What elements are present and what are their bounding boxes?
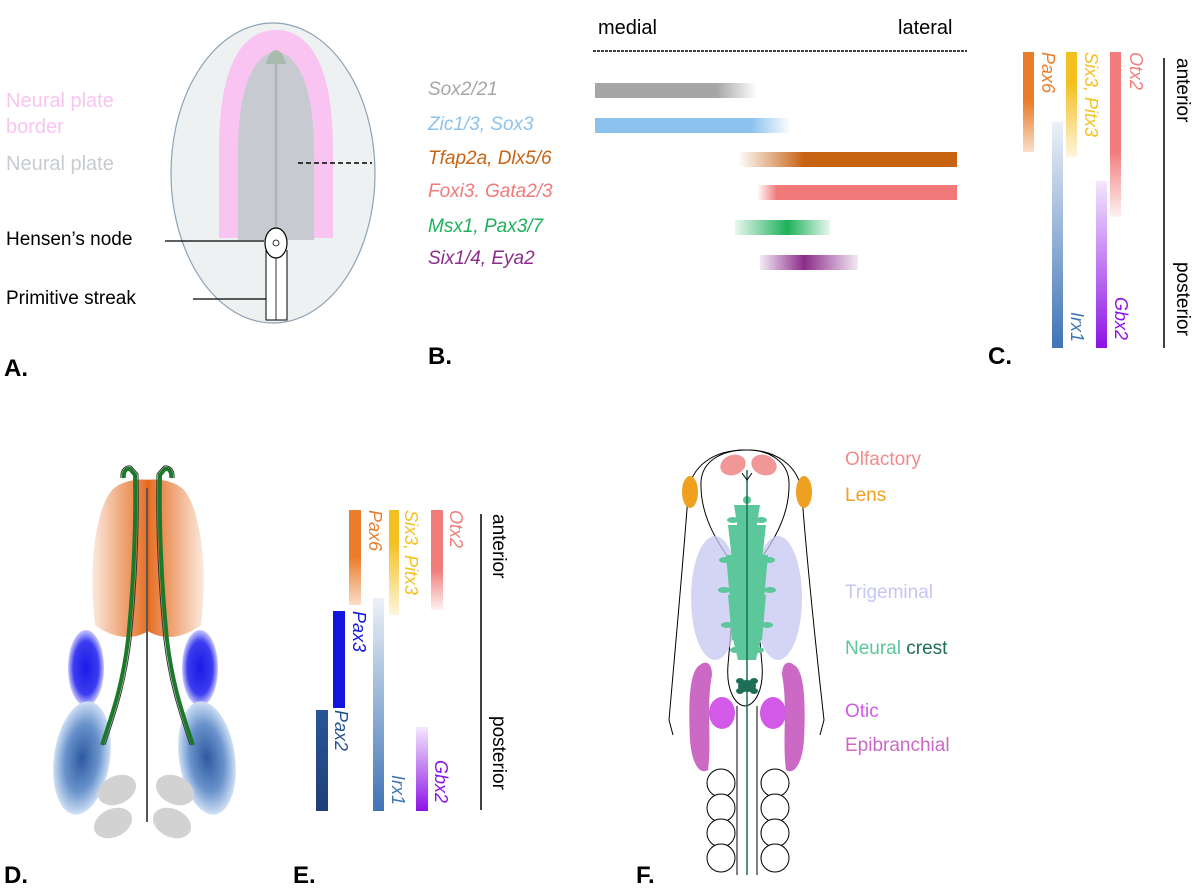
panel-e: [316, 510, 482, 811]
c-label-gbx2: Gbx2: [1111, 297, 1131, 341]
d-orange-right: [146, 479, 204, 637]
f-neural-crest-dark: [736, 678, 758, 694]
gene-label-six1: Six1/4, Eya2: [428, 248, 535, 269]
epibranchial-label: Epibranchial: [845, 735, 950, 756]
f-lens-right: [796, 476, 812, 508]
c-label-otx2: Otx2: [1126, 52, 1146, 91]
neural-crest-label: Neural crest: [845, 638, 947, 660]
panel-c: [1023, 52, 1165, 348]
c-label-six3: Six3, Pitx3: [1081, 52, 1101, 138]
panel-a: [165, 22, 376, 324]
d-blue-right: [182, 630, 218, 706]
neural-plate-label: Neural plate: [6, 153, 114, 175]
f-somites: [706, 768, 790, 873]
panel-b: [593, 50, 967, 270]
f-lens-left: [682, 476, 698, 508]
d-somite: [97, 774, 137, 806]
trigeminal-label: Trigeminal: [845, 582, 933, 603]
node-pit: [272, 239, 280, 247]
e-label-pax3: Pax3: [349, 611, 369, 653]
panel-f-letter: F.: [636, 862, 655, 889]
neural-word: Neural: [845, 638, 901, 659]
e-bar-pax3: [333, 611, 345, 708]
f-otic-left: [709, 697, 735, 729]
e-label-pax6: Pax6: [365, 510, 385, 552]
e-label-six3: Six3, Pitx3: [401, 510, 421, 596]
d-fold-left-edge: [104, 465, 139, 746]
c-bar-irx1: [1052, 122, 1063, 348]
e-bar-six3: [389, 510, 399, 615]
e-label-gbx2: Gbx2: [431, 760, 451, 804]
hensens-node-label: Hensen’s node: [6, 229, 133, 250]
c-anterior-label: anterior: [1172, 58, 1193, 123]
panel-e-letter: E.: [293, 862, 316, 889]
d-somite: [152, 807, 192, 839]
d-navy-left: [53, 701, 111, 815]
hensens-node-shape: [264, 227, 288, 259]
panel-d-letter: D.: [4, 862, 28, 889]
f-epibranchial-left: [689, 662, 712, 772]
olfactory-label: Olfactory: [845, 449, 922, 470]
e-posterior-label: posterior: [488, 716, 509, 790]
panel-c-letter: C.: [988, 343, 1012, 370]
bar-zic1: [595, 118, 791, 133]
gene-label-msx1: Msx1, Pax3/7: [428, 216, 544, 237]
f-otic-right: [760, 697, 786, 729]
c-label-irx1: Irx1: [1067, 312, 1087, 343]
e-bar-otx2: [431, 510, 443, 610]
e-label-otx2: Otx2: [446, 510, 466, 549]
d-somite: [93, 807, 133, 839]
e-bar-gbx2: [416, 727, 428, 811]
gene-label-foxi3: Foxi3. Gata2/3: [428, 181, 553, 202]
d-fold-right-edge: [156, 465, 191, 746]
bar-sox2: [595, 83, 757, 98]
e-label-irx1: Irx1: [388, 775, 408, 806]
f-anterior-arrow: [741, 472, 753, 481]
neural-plate-tip: [266, 50, 286, 64]
e-label-pax2: Pax2: [331, 710, 351, 752]
d-fold-left: [100, 466, 138, 746]
d-somite: [155, 774, 195, 806]
gene-label-tfap2a: Tfap2a, Dlx5/6: [428, 148, 552, 169]
c-bar-otx2: [1110, 52, 1121, 217]
crest-word: crest: [906, 638, 948, 659]
primitive-streak-shape: [265, 250, 288, 321]
panel-f: [668, 449, 825, 875]
bar-foxi3: [757, 185, 957, 200]
neural-plate-border-label-2: border: [6, 116, 64, 138]
neural-plate-border-label-1: Neural plate: [6, 90, 114, 112]
otic-label: Otic: [845, 701, 879, 722]
e-bar-pax6: [349, 510, 361, 605]
d-navy-right: [178, 701, 236, 815]
c-bar-gbx2: [1096, 181, 1107, 348]
panel-a-letter: A.: [4, 355, 28, 382]
lateral-label: lateral: [898, 17, 953, 39]
bar-msx1: [735, 220, 830, 235]
f-trigeminal-left: [691, 536, 739, 660]
gene-label-zic1: Zic1/3, Sox3: [428, 114, 534, 135]
c-posterior-label: posterior: [1172, 262, 1193, 336]
e-bar-pax2: [316, 710, 328, 811]
e-bar-irx1: [373, 598, 384, 811]
f-olfactory-right: [751, 454, 777, 476]
panel-b-letter: B.: [428, 343, 452, 370]
d-orange-left: [92, 479, 150, 637]
f-olfactory-left: [720, 454, 746, 476]
medial-label: medial: [598, 17, 657, 39]
bar-six1: [760, 255, 858, 270]
panel-d: [53, 465, 236, 839]
c-bar-pax6: [1023, 52, 1034, 152]
primitive-streak-label: Primitive streak: [6, 288, 136, 309]
f-outline: [668, 449, 825, 736]
c-label-pax6: Pax6: [1038, 52, 1058, 94]
bar-tfap2a: [738, 152, 957, 167]
e-anterior-label: anterior: [488, 514, 509, 579]
d-fold-right: [157, 466, 195, 746]
gene-label-sox2: Sox2/21: [428, 79, 498, 100]
lens-label: Lens: [845, 485, 887, 506]
d-blue-left: [68, 630, 104, 706]
f-epibranchial-right: [782, 662, 805, 772]
c-bar-six3: [1066, 52, 1077, 157]
